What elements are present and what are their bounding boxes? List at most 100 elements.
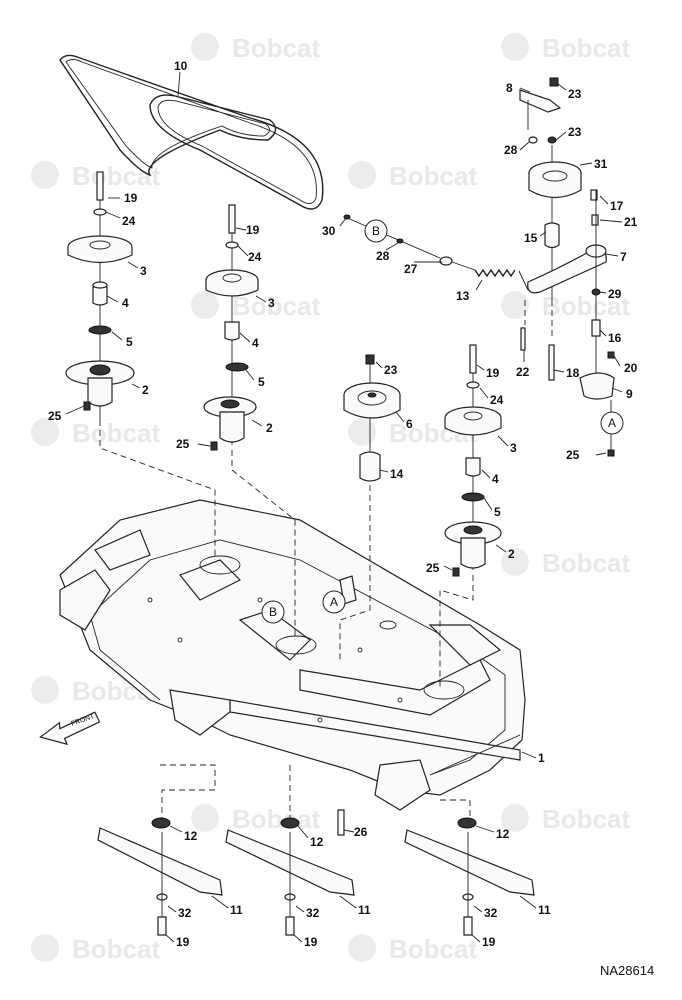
- pivot-bracket-9: [579, 372, 615, 400]
- callout-32: 32: [178, 906, 192, 920]
- leader-lines: [65, 71, 623, 943]
- reference-circle-a: A: [600, 411, 624, 435]
- callout-12: 12: [310, 835, 324, 849]
- pulley-3: [205, 269, 259, 297]
- callout-11: 11: [230, 903, 243, 917]
- watermark-logo: Bobcat: [31, 418, 160, 448]
- blade-assembly-left: [97, 817, 223, 936]
- deck-rear-bracket: [59, 569, 111, 631]
- nut-30: [343, 214, 351, 220]
- idler-pulley-31: [528, 161, 582, 199]
- seal-5: [88, 325, 112, 335]
- svg-text:Bobcat: Bobcat: [72, 934, 160, 964]
- pulley-3: [444, 406, 502, 436]
- blade-assembly-right: [404, 817, 535, 936]
- callout-3: 3: [510, 441, 517, 455]
- bolt-19: [228, 204, 236, 234]
- svg-text:A: A: [330, 595, 338, 609]
- callout-4: 4: [122, 296, 129, 310]
- callout-12: 12: [496, 827, 510, 841]
- callout-26: 26: [354, 825, 368, 839]
- nut-29: [591, 288, 601, 296]
- callout-11: 11: [538, 903, 551, 917]
- callout-9: 9: [626, 387, 633, 401]
- callout-14: 14: [390, 467, 404, 481]
- spacer-15: [544, 222, 560, 249]
- callout-5: 5: [258, 375, 265, 389]
- callout-16: 16: [608, 331, 622, 345]
- pin-26: [337, 809, 345, 836]
- spacer-12: [280, 817, 300, 829]
- idler-pulley-6: [343, 382, 401, 419]
- left-spindle-assembly: [65, 171, 135, 420]
- svg-text:Bobcat: Bobcat: [72, 161, 160, 191]
- reference-circle-b: B: [364, 219, 388, 243]
- bracket-8: [519, 89, 562, 113]
- callout-20: 20: [624, 361, 638, 375]
- center-spindle-assembly: [203, 204, 259, 451]
- callout-11: 11: [358, 903, 371, 917]
- bolt-19: [96, 171, 104, 201]
- callout-24: 24: [248, 250, 262, 264]
- bushing-16: [591, 319, 601, 337]
- callout-30: 30: [322, 224, 336, 238]
- svg-text:B: B: [269, 605, 277, 619]
- callout-23: 23: [568, 87, 582, 101]
- callout-23: 23: [568, 125, 582, 139]
- nut-23: [365, 354, 375, 365]
- callout-22: 22: [516, 365, 530, 379]
- svg-text:B: B: [372, 224, 380, 238]
- blade-11: [97, 827, 223, 896]
- nut-25: [452, 567, 460, 577]
- svg-text:Bobcat: Bobcat: [542, 33, 630, 63]
- callout-25: 25: [48, 409, 62, 423]
- watermark-logo: Bobcat: [501, 548, 630, 578]
- blade-assembly-center: [225, 817, 355, 936]
- bushing-4: [92, 286, 108, 306]
- callout-19: 19: [176, 935, 190, 949]
- watermark-logo: Bobcat: [501, 33, 630, 63]
- bolt-17: [590, 189, 598, 201]
- callout-10: 10: [174, 59, 188, 73]
- deck-rear-bracket: [94, 529, 151, 571]
- svg-text:Bobcat: Bobcat: [232, 33, 320, 63]
- callout-3: 3: [268, 296, 275, 310]
- nut-25: [83, 401, 91, 411]
- bolt-20: [607, 351, 615, 359]
- bolt-19: [469, 344, 477, 374]
- callout-5: 5: [494, 505, 501, 519]
- drawing-code: NA28614: [600, 963, 654, 978]
- callout-32: 32: [484, 906, 498, 920]
- watermark-logo: Bobcat: [348, 161, 477, 191]
- callout-4: 4: [252, 336, 259, 350]
- svg-text:Bobcat: Bobcat: [389, 934, 477, 964]
- watermark-logo: Bobcat: [31, 161, 160, 191]
- tensioner-assembly: [519, 77, 615, 457]
- callout-19: 19: [246, 223, 260, 237]
- callout-25: 25: [566, 448, 580, 462]
- spacer-12: [457, 817, 477, 829]
- bushing-4: [465, 457, 481, 477]
- callout-23: 23: [384, 363, 398, 377]
- watermark-logo: Bobcat: [31, 934, 160, 964]
- eyebolt-27: [439, 256, 453, 266]
- callout-25: 25: [426, 561, 440, 575]
- callout-19: 19: [304, 935, 318, 949]
- watermark-logo: Bobcat: [191, 804, 320, 834]
- callout-6: 6: [406, 417, 413, 431]
- callout-29: 29: [608, 287, 622, 301]
- callout-7: 7: [620, 250, 627, 264]
- callout-15: 15: [524, 231, 538, 245]
- washer-24: [93, 208, 107, 216]
- watermark-logo: Bobcat: [501, 804, 630, 834]
- callout-18: 18: [566, 366, 580, 380]
- callout-4: 4: [492, 472, 499, 486]
- callout-31: 31: [594, 157, 608, 171]
- spindle-housing-2: [444, 521, 502, 569]
- mower-deck: [59, 499, 526, 811]
- deck-front-bracket: [169, 689, 231, 736]
- washer-28: [528, 136, 538, 144]
- blade-11: [404, 829, 535, 896]
- seal-5: [461, 492, 485, 502]
